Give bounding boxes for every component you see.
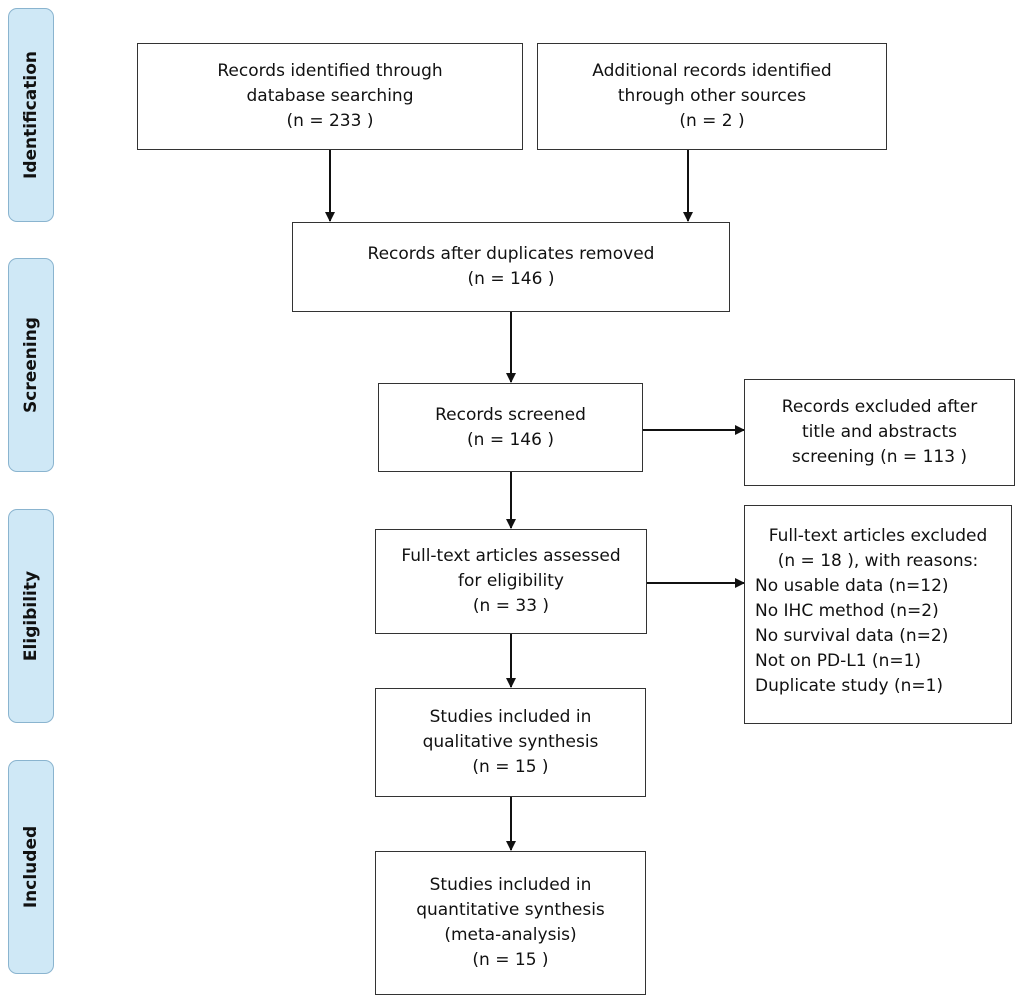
db-search-line2: database searching: [246, 86, 414, 106]
stage-eligibility: Eligibility: [8, 509, 54, 723]
box-qualitative-synthesis: Studies included in qualitative synthesi…: [375, 688, 646, 797]
screened-count: (n = 146 ): [467, 429, 554, 450]
box-database-searching: Records identified through database sear…: [137, 43, 523, 150]
excluded-line1: Records excluded after: [781, 397, 978, 417]
qualitative-line1: Studies included in: [429, 707, 592, 727]
screened-line1: Records screened: [435, 404, 586, 425]
reason-item: Not on PD-L1 (n=1): [755, 651, 922, 671]
excluded-count: screening (n = 113 ): [791, 447, 968, 467]
duplicates-count: (n = 146 ): [467, 269, 555, 289]
box-duplicates-removed: Records after duplicates removed (n = 14…: [292, 222, 730, 312]
stage-identification: Identification: [8, 8, 54, 222]
other-sources-count: (n = 2 ): [679, 111, 745, 131]
quantitative-line3: (meta-analysis): [444, 925, 577, 945]
other-sources-line2: through other sources: [617, 86, 807, 106]
qualitative-line2: qualitative synthesis: [422, 732, 599, 752]
duplicates-line1: Records after duplicates removed: [367, 244, 655, 264]
box-fulltext-assessed: Full-text articles assessed for eligibil…: [375, 529, 647, 634]
other-sources-line1: Additional records identified: [592, 61, 832, 81]
box-other-sources: Additional records identified through ot…: [537, 43, 887, 150]
box-fulltext-excluded: Full-text articles excluded (n = 18 ), w…: [744, 505, 1012, 724]
fulltext-excluded-line2: (n = 18 ), with reasons:: [777, 551, 979, 571]
reason-item: No survival data (n=2): [755, 626, 949, 646]
fulltext-count: (n = 33 ): [472, 596, 550, 616]
stage-screening: Screening: [8, 258, 54, 472]
box-quantitative-synthesis: Studies included in quantitative synthes…: [375, 851, 646, 995]
reason-item: No usable data (n=12): [755, 576, 949, 596]
quantitative-line1: Studies included in: [429, 875, 592, 895]
box-records-screened: Records screened (n = 146 ): [378, 383, 643, 472]
db-search-line1: Records identified through: [217, 61, 443, 81]
quantitative-line2: quantitative synthesis: [416, 900, 605, 920]
fulltext-line1: Full-text articles assessed: [401, 546, 621, 566]
fulltext-excluded-line1: Full-text articles excluded: [768, 526, 988, 546]
fulltext-line2: for eligibility: [458, 571, 564, 591]
box-records-excluded: Records excluded after title and abstrac…: [744, 379, 1015, 486]
quantitative-count: (n = 15 ): [472, 950, 549, 970]
excluded-line2: title and abstracts: [801, 422, 958, 442]
qualitative-count: (n = 15 ): [472, 757, 549, 777]
reason-item: Duplicate study (n=1): [755, 676, 944, 696]
reason-item: No IHC method (n=2): [755, 601, 939, 621]
db-search-count: (n = 233 ): [286, 111, 374, 131]
stage-included: Included: [8, 760, 54, 974]
